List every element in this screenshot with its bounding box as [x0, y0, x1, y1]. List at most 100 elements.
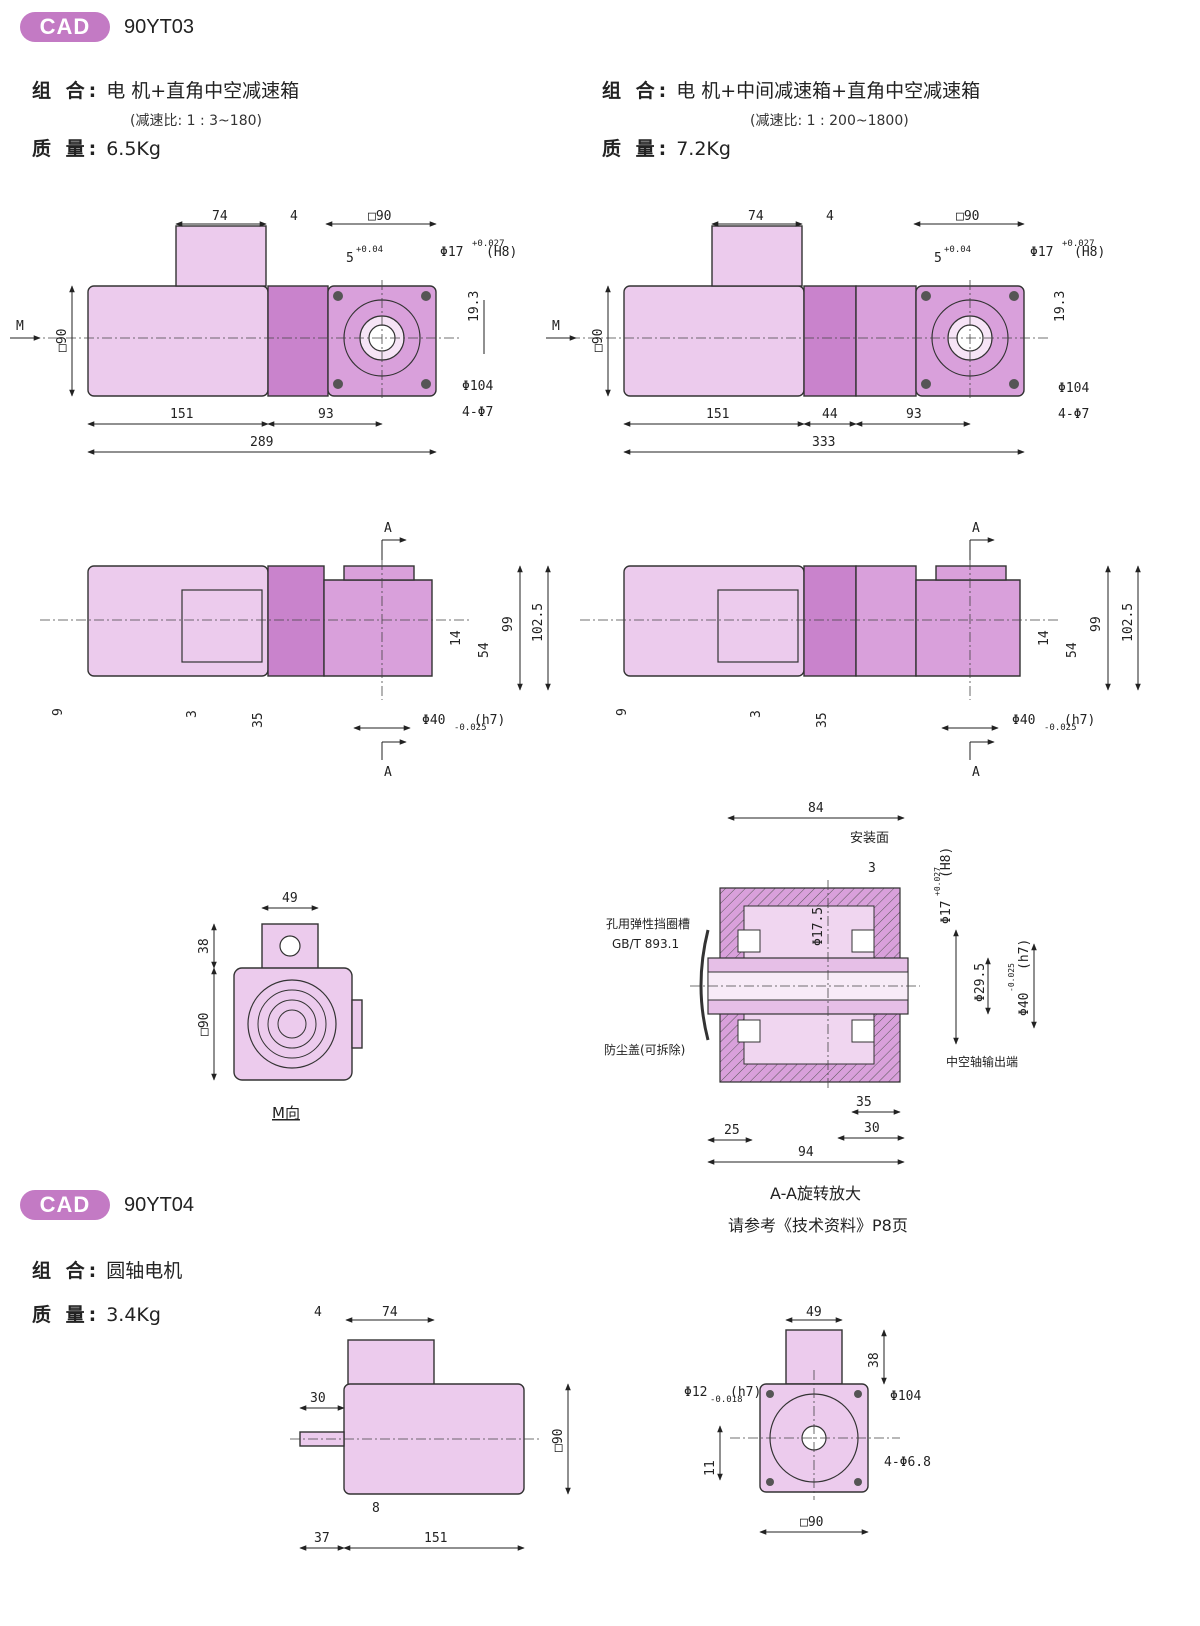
dim-3: 3	[868, 861, 876, 876]
side-view-right	[580, 537, 1141, 760]
dim-h7: (h7)	[474, 713, 505, 728]
combo-label: 组 合:	[602, 80, 671, 102]
dim-h8: (H8)	[486, 245, 517, 260]
dim-19-3: 19.3	[1053, 291, 1068, 322]
dim-35: 35	[815, 712, 830, 728]
side-view-left	[40, 537, 551, 760]
dim-54: 54	[1065, 642, 1080, 658]
m-view-caption: M向	[272, 1104, 300, 1122]
dim-333: 333	[812, 435, 835, 450]
combo-spec-left: 组 合:电 机+直角中空减速箱	[32, 76, 299, 103]
gb-standard-label: GB/T 893.1	[612, 937, 679, 951]
dim-9: 9	[615, 708, 630, 716]
combo-value: 电 机+直角中空减速箱	[106, 80, 300, 102]
dim-35: 35	[251, 712, 266, 728]
ratio-note-right: (减速比: 1 : 200~1800)	[750, 113, 909, 129]
dim-38: 38	[197, 938, 212, 954]
cad-badge: CAD	[20, 12, 110, 42]
combo-spec-2: 组 合:圆轴电机	[32, 1256, 182, 1283]
dim-38: 38	[867, 1352, 882, 1368]
dim-94: 94	[798, 1145, 814, 1160]
front-view-left	[10, 221, 485, 455]
section-a-bottom: A	[972, 765, 980, 780]
hollow-shaft-outlet-label: 中空轴输出端	[946, 1054, 1018, 1069]
mass-spec-left: 质 量:6.5Kg	[32, 134, 161, 161]
dim-151: 151	[424, 1531, 447, 1546]
dim-phi40: Φ40	[422, 713, 445, 728]
mass-label: 质 量:	[32, 1304, 101, 1326]
dim-9: 9	[51, 708, 66, 716]
tol-17: +0.027	[933, 867, 942, 896]
dim-30: 30	[310, 1391, 326, 1406]
dim-74: 74	[748, 209, 764, 224]
m-view	[211, 905, 363, 1081]
dim-93: 93	[318, 407, 334, 422]
dim-37: 37	[314, 1531, 330, 1546]
dim-14: 14	[449, 630, 464, 646]
dim-h7: (h7)	[730, 1385, 761, 1400]
dim-54: 54	[477, 642, 492, 658]
tol-40: -0.025	[1044, 723, 1077, 733]
dim-phi17: Φ17	[440, 245, 463, 260]
combo-value: 电 机+中间减速箱+直角中空减速箱	[676, 80, 981, 102]
dim-h8: (H8)	[939, 847, 954, 878]
dim-sq90: □90	[368, 209, 391, 224]
view-m-label: M	[552, 319, 560, 334]
model-number: 90YT03	[124, 16, 195, 38]
combo-label: 组 合:	[32, 1260, 101, 1282]
dim-74: 74	[382, 1305, 398, 1320]
dim-289: 289	[250, 435, 273, 450]
dust-cover-label: 防尘盖(可拆除)	[604, 1042, 685, 1057]
dim-4: 4	[314, 1305, 322, 1320]
dim-151: 151	[706, 407, 729, 422]
dim-phi17-5: Φ17.5	[811, 907, 826, 946]
dim-74: 74	[212, 209, 228, 224]
dim-h7: (h7)	[1064, 713, 1095, 728]
mass-value: 7.2Kg	[676, 138, 731, 160]
dim-4phi6-8: 4-Φ6.8	[884, 1455, 931, 1470]
mass-spec-2: 质 量:3.4Kg	[32, 1300, 161, 1327]
dim-4phi7: 4-Φ7	[1058, 407, 1089, 422]
mass-value: 6.5Kg	[106, 138, 161, 160]
dim-5: 5	[346, 251, 354, 266]
dim-102-5: 102.5	[531, 603, 546, 642]
section-a-top: A	[384, 521, 392, 536]
tol-40: -0.025	[454, 723, 487, 733]
dim-3: 3	[185, 710, 200, 718]
dim-sqv90: □90	[591, 329, 606, 352]
round-shaft-side-view	[290, 1317, 571, 1551]
cad-badge-2: CAD	[20, 1190, 110, 1220]
dim-sq90: □90	[197, 1013, 212, 1036]
dim-35: 35	[856, 1095, 872, 1110]
dim-h7: (h7)	[1017, 939, 1032, 970]
dim-4phi7: 4-Φ7	[462, 405, 493, 420]
tol-5: +0.04	[356, 245, 383, 255]
dim-151: 151	[170, 407, 193, 422]
dim-99: 99	[1089, 616, 1104, 632]
section-a-top: A	[972, 521, 980, 536]
mounting-face-label: 安装面	[850, 831, 889, 846]
combo-spec-right: 组 合:电 机+中间减速箱+直角中空减速箱	[602, 76, 980, 103]
tol-17: +0.027	[472, 239, 505, 249]
tol-40: -0.025	[1007, 963, 1016, 992]
dim-25: 25	[724, 1123, 740, 1138]
dim-8: 8	[372, 1501, 380, 1516]
section-a-bottom: A	[384, 765, 392, 780]
dim-99: 99	[501, 616, 516, 632]
dim-phi104: Φ104	[1058, 381, 1089, 396]
dim-phi17: Φ17	[939, 901, 954, 924]
mass-value: 3.4Kg	[106, 1304, 161, 1326]
dim-sqv90: □90	[55, 329, 70, 352]
dim-phi40: Φ40	[1017, 993, 1032, 1016]
dim-4: 4	[290, 209, 298, 224]
tol-12: -0.018	[710, 1395, 743, 1405]
dim-49: 49	[806, 1305, 822, 1320]
dim-phi104: Φ104	[890, 1389, 921, 1404]
mass-label: 质 量:	[602, 138, 671, 160]
aa-section-view	[690, 815, 1037, 1165]
dim-14: 14	[1037, 630, 1052, 646]
model-number-2: 90YT04	[124, 1194, 195, 1216]
retaining-ring-label: 孔用弹性挡圈槽	[606, 917, 690, 931]
tol-5: +0.04	[944, 245, 971, 255]
